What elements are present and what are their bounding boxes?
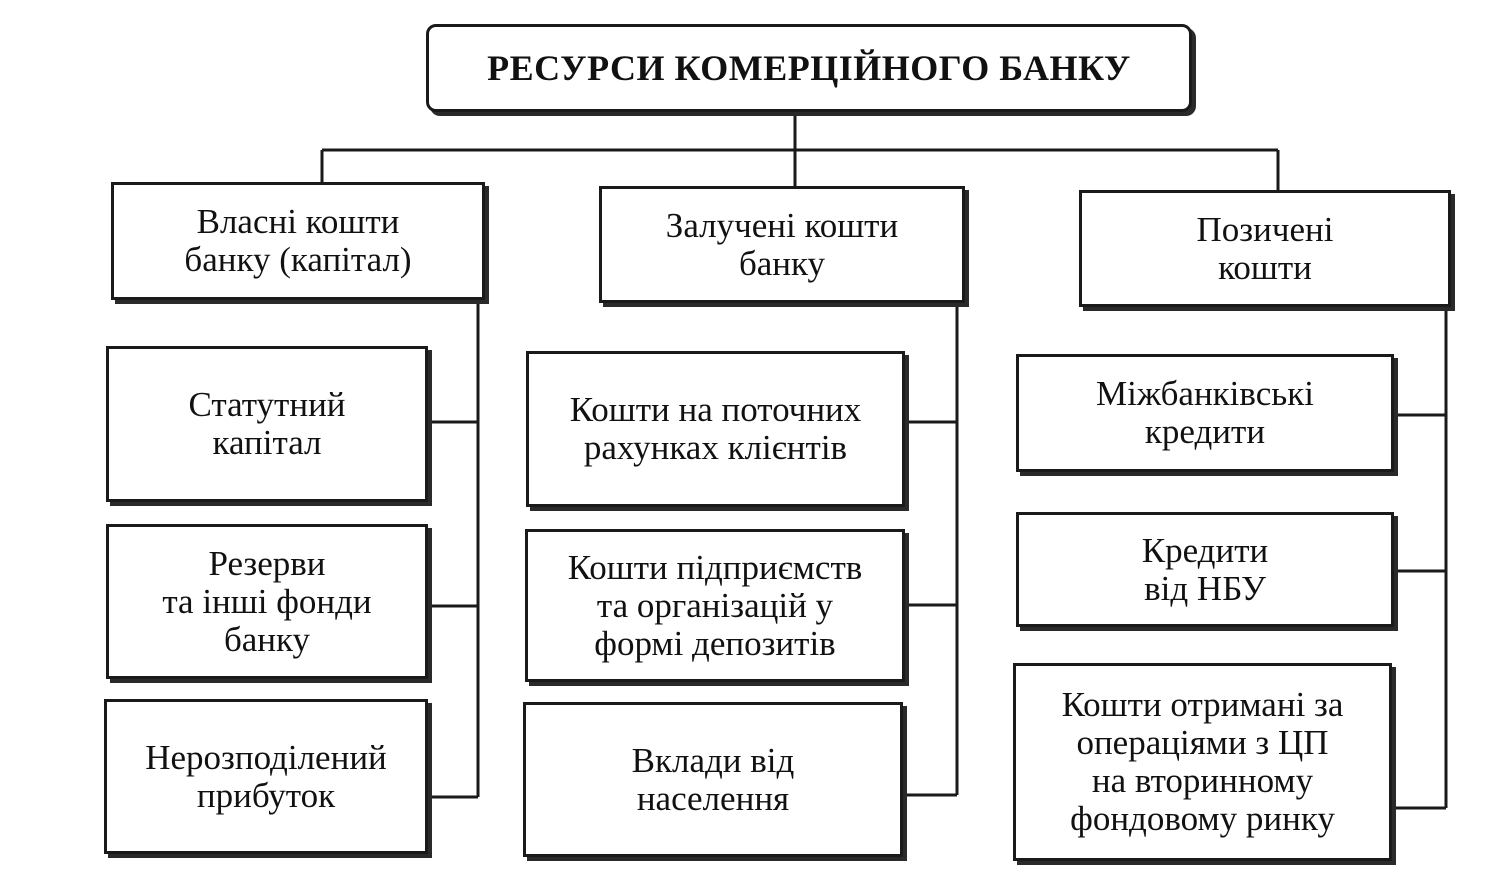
item-interbank-credits: Міжбанківські кредити (1016, 354, 1394, 472)
category-attracted-funds: Залучені кошти банку (599, 186, 965, 303)
diagram-title: РЕСУРСИ КОМЕРЦІЙНОГО БАНКУ (426, 24, 1192, 112)
item-securities-operations: Кошти отримані за операціями з ЦП на вто… (1013, 663, 1392, 861)
item-current-accounts: Кошти на поточних рахунках клієнтів (526, 351, 905, 507)
item-authorized-capital: Статутний капітал (106, 346, 428, 502)
item-enterprise-deposits: Кошти підприємств та організацій у формі… (525, 529, 905, 682)
item-nbu-credits: Кредити від НБУ (1016, 512, 1394, 627)
item-reserves-funds: Резерви та інші фонди банку (106, 524, 428, 679)
category-own-funds: Власні кошти банку (капітал) (111, 182, 485, 300)
category-borrowed-funds: Позичені кошти (1079, 190, 1451, 307)
item-household-deposits: Вклади від населення (523, 702, 903, 857)
item-retained-earnings: Нерозподілений прибуток (104, 699, 428, 854)
